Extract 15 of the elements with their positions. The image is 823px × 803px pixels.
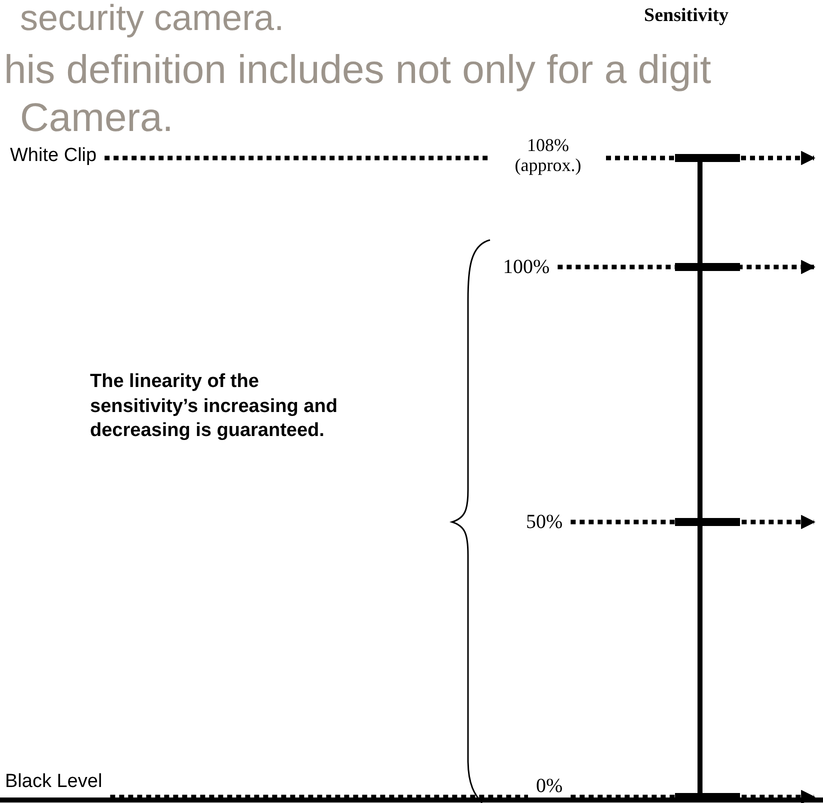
level-label: 50% xyxy=(526,511,563,533)
background-text: security camera. xyxy=(20,0,284,36)
background-text: his definition includes not only for a digit xyxy=(4,50,712,90)
axis-title: Sensitivity xyxy=(644,6,728,27)
dotted-arrow xyxy=(570,790,816,803)
level-name: Black Level xyxy=(5,772,102,793)
dotted-arrow xyxy=(558,260,816,274)
dotted-arrow xyxy=(570,514,816,530)
level-name: White Clip xyxy=(10,146,97,167)
background-text: Camera. xyxy=(20,98,174,138)
level-label: 0% xyxy=(536,775,563,797)
level-label: 100% xyxy=(503,256,550,278)
dotted-arrow xyxy=(606,150,816,166)
bracket-note: The linearity of the sensitivity’s increasing and decreasing is guaranteed. xyxy=(90,370,338,444)
level-label: 108% (approx.) xyxy=(498,136,598,176)
